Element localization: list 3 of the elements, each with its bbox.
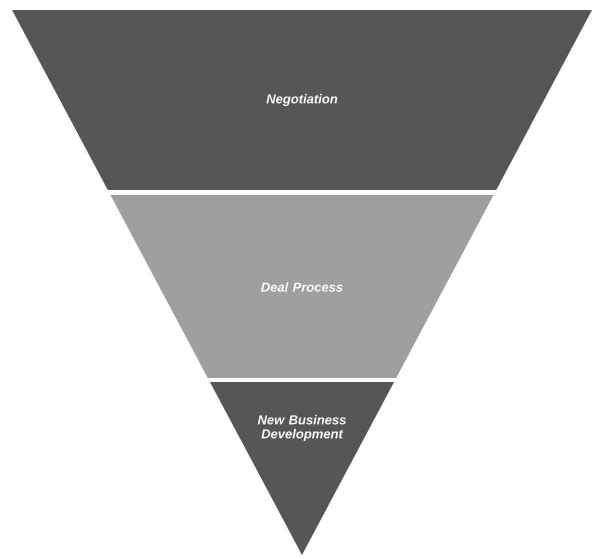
funnel-band: Deal Process (110, 195, 494, 378)
funnel-band: New Business Development (210, 382, 394, 555)
funnel-band: Negotiation (12, 10, 592, 190)
